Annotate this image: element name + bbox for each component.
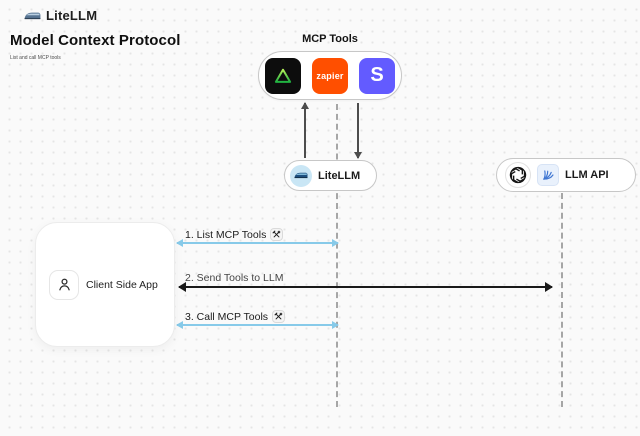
arrow-right-head-icon [545, 282, 553, 293]
green-triangle-tool-icon [265, 57, 301, 94]
tools-icon [270, 228, 284, 241]
page-title: Model Context Protocol [10, 32, 181, 49]
message-1-text: 1. List MCP Tools [185, 228, 267, 241]
arrow-up-head-icon [300, 102, 309, 109]
brand-name: LiteLLM [46, 8, 98, 23]
arrow-left-head-icon [176, 239, 183, 247]
person-icon [49, 269, 79, 300]
message-3-label: 3. Call MCP Tools [185, 310, 286, 323]
arrow-left-head-icon [178, 282, 186, 293]
zapier-icon: zapier [312, 57, 348, 94]
llm-api-node: LLM API [496, 158, 636, 192]
llm-api-node-label: LLM API [565, 169, 609, 181]
mcp-tools-box: zapier S [258, 51, 402, 100]
arrow-down-head-icon [353, 152, 362, 159]
litellm-node-label: LiteLLM [318, 169, 361, 182]
message-3-text: 3. Call MCP Tools [185, 310, 269, 323]
arrow-left-head-icon [176, 321, 183, 329]
brand: LiteLLM [24, 8, 97, 23]
arrow-mcp-to-litellm [353, 103, 362, 159]
message-1-label: 1. List MCP Tools [185, 228, 284, 241]
llm-api-lifeline [561, 193, 563, 407]
litellm-node: LiteLLM [284, 160, 377, 191]
tools-icon [272, 310, 286, 323]
stripe-letter: S [370, 64, 384, 86]
litellm-lifeline [336, 104, 338, 407]
message-2-arrow [178, 282, 553, 293]
arrow-litellm-to-mcp [300, 102, 309, 158]
client-side-app-node: Client Side App [35, 222, 175, 347]
arrow-right-head-icon [332, 321, 339, 329]
message-2-text: 2. Send Tools to LLM [185, 272, 284, 284]
message-1-arrow [176, 239, 339, 247]
arrow-right-head-icon [332, 239, 339, 247]
message-2-label: 2. Send Tools to LLM [185, 272, 283, 284]
stripe-icon: S [359, 57, 395, 94]
mcp-tools-label: MCP Tools [302, 33, 358, 45]
openai-icon [505, 162, 531, 188]
litellm-train-icon [290, 164, 312, 187]
client-node-label: Client Side App [86, 278, 158, 291]
page-subtitle: List and call MCP tools [10, 55, 61, 61]
llm-provider-icon [537, 164, 559, 186]
zapier-wordmark: zapier [316, 70, 344, 81]
litellm-logo-icon [24, 12, 41, 19]
message-3-arrow [176, 321, 339, 329]
